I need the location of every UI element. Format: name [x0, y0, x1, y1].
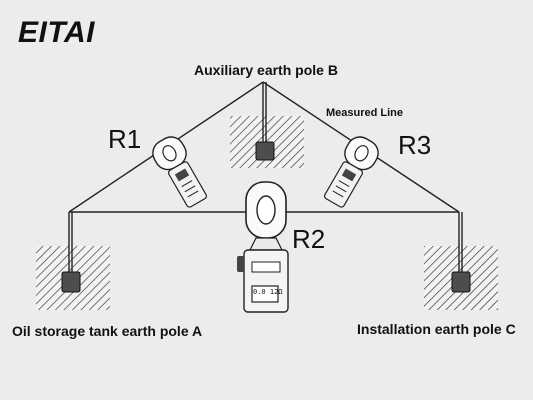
label-r2: R2 — [292, 224, 326, 254]
electrode-a — [61, 271, 81, 293]
label-pole-a: Oil storage tank earth pole A — [12, 323, 203, 339]
clamp-meter-r3 — [323, 136, 379, 208]
pole-rods — [68, 82, 463, 272]
electrode-b — [255, 141, 275, 161]
meter-display: 0.0 12Ω — [253, 288, 283, 296]
clamp-meter-r2 — [237, 181, 289, 313]
label-measured-line: Measured Line — [326, 107, 404, 119]
label-pole-b: Auxiliary earth pole B — [194, 62, 338, 78]
clamp-meter-r1 — [152, 136, 208, 208]
label-r1: R1 — [108, 124, 142, 154]
electrode-c — [451, 271, 471, 293]
brand-logo: EITAI — [18, 16, 95, 49]
label-pole-c: Installation earth pole C — [357, 321, 516, 337]
label-r3: R3 — [398, 130, 432, 160]
